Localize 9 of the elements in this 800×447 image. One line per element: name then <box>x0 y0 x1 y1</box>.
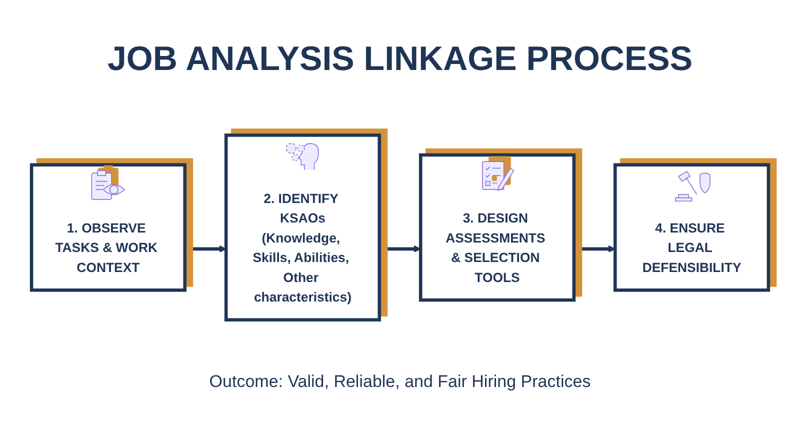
arrow <box>379 245 421 253</box>
node-box: 1. OBSERVE TASKS & WORK CONTEXT <box>30 163 186 292</box>
node-box: 3. DESIGN ASSESSMENTS & SELECTION TOOLS <box>418 153 576 302</box>
node-box: 2. IDENTIFY KSAOs (Knowledge, Skills, Abilities, Other characteristics) <box>224 134 382 322</box>
title: JOB ANALYSIS LINKAGE PROCESS <box>106 40 694 79</box>
node-box: 4. ENSURE LEGAL DEFENSIBILITY <box>614 163 770 292</box>
arrow <box>184 245 226 253</box>
arrow <box>574 245 616 253</box>
caption: Outcome: Valid, Reliable, and Fair Hiring Practices <box>208 372 592 392</box>
